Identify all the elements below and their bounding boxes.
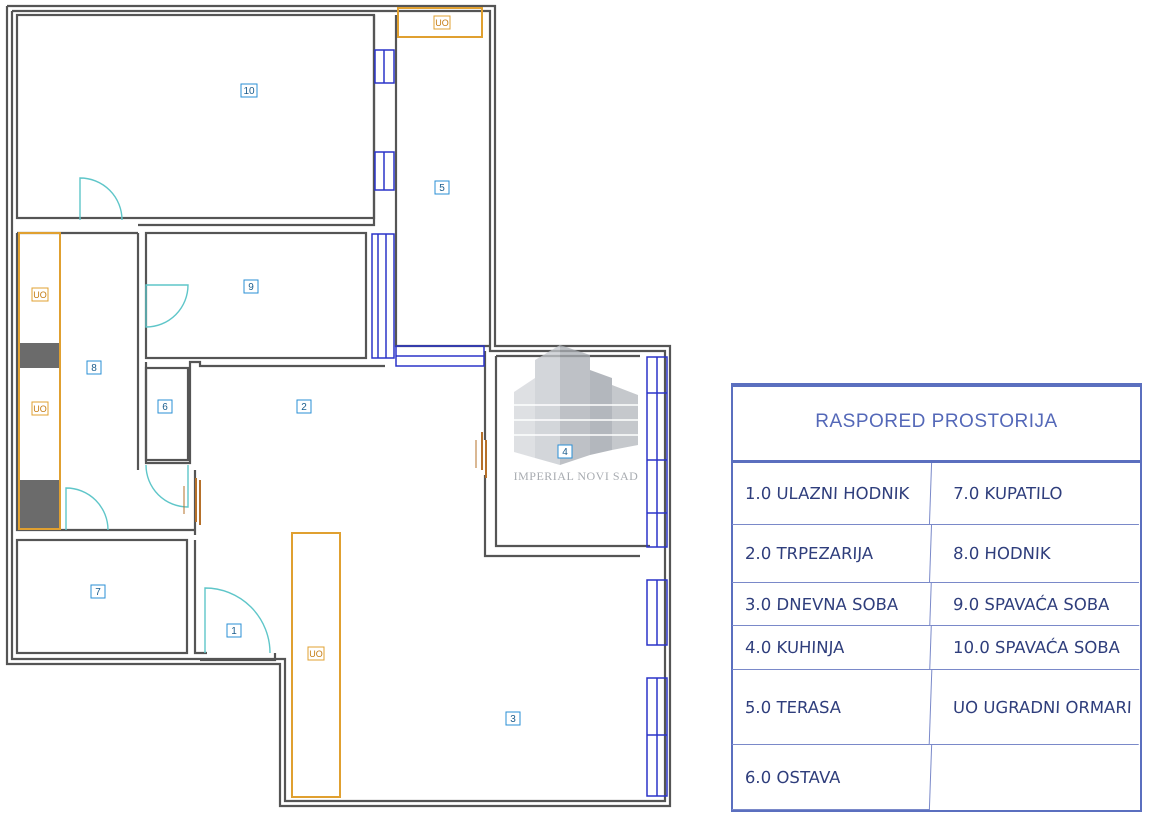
wardrobe-shading: [20, 343, 59, 528]
windows: [371, 49, 668, 797]
doors: [65, 177, 271, 654]
room-tag-7: 7: [95, 587, 101, 598]
room-tag-8: 8: [91, 363, 97, 374]
wardrobes: [18, 7, 483, 798]
watermark-text: IMPERIAL NOVI SAD: [514, 469, 639, 483]
room-tag-3: 3: [510, 714, 516, 725]
legend-entry: 5.0 TERASA: [731, 670, 933, 745]
wardrobe-tag: UO: [309, 649, 323, 659]
legend-entry: 3.0 DNEVNA SOBA: [732, 583, 932, 626]
wardrobe-tags: UO UO UO UO: [31, 15, 451, 661]
legend-entry: 7.0 KUPATILO: [929, 463, 1142, 525]
wardrobe-tag: UO: [33, 404, 47, 414]
legend-entry: 6.0 OSTAVA: [731, 745, 933, 810]
legend-entry: 2.0 TRPEZARIJA: [731, 525, 933, 583]
legend-entry: UO UGRADNI ORMARI: [929, 670, 1142, 745]
wardrobe-tag: UO: [33, 290, 47, 300]
watermark-logo: IMPERIAL NOVI SAD: [514, 345, 639, 483]
legend-entry: 4.0 KUHINJA: [732, 626, 932, 670]
legend-entry: 10.0 SPAVAĆA SOBA: [930, 626, 1141, 670]
legend-title: RASPORED PROSTORIJA: [733, 385, 1140, 463]
legend-entry: 9.0 SPAVAĆA SOBA: [930, 583, 1141, 626]
room-tag-10: 10: [243, 86, 255, 97]
legend-entry: [930, 745, 1141, 810]
legend-entry: 1.0 ULAZNI HODNIK: [731, 463, 933, 525]
wardrobe-tag: UO: [435, 18, 449, 28]
room-tag-5: 5: [439, 183, 445, 194]
room-tag-6: 6: [162, 402, 168, 413]
room-tag-1: 1: [231, 626, 237, 637]
room-tag-2: 2: [301, 402, 307, 413]
room-tag-9: 9: [248, 282, 254, 293]
sliding-doors: [183, 432, 487, 525]
floor-plan: UO UO UO UO IMPERIAL NOVI SAD 10 5 9 8 6: [5, 4, 672, 808]
legend-entry: 8.0 HODNIK: [929, 525, 1142, 583]
room-tag-4: 4: [562, 447, 568, 458]
room-tags: 10 5 9 8 6 2 4 7 1 3: [86, 83, 573, 726]
